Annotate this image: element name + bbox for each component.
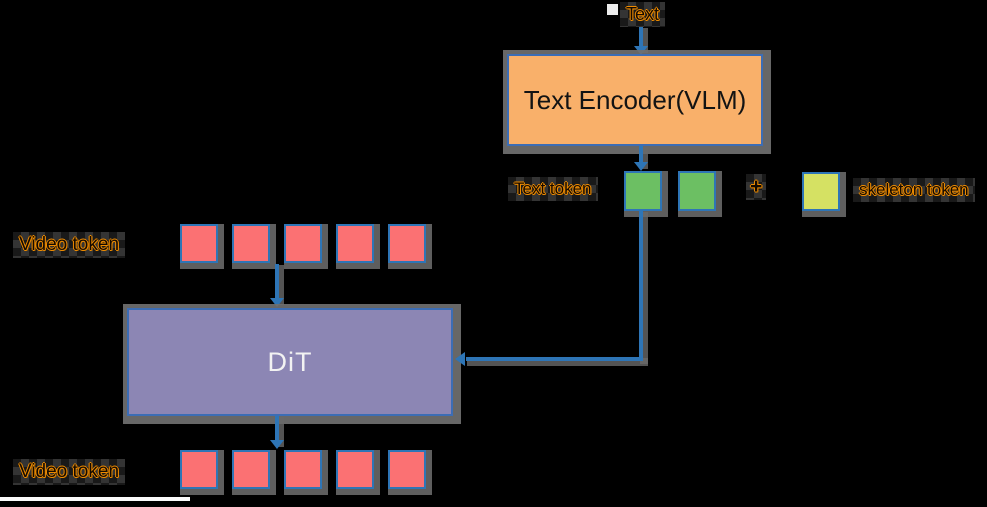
video-token <box>336 450 374 489</box>
video-token <box>388 224 426 263</box>
white-square-artifact <box>607 4 618 15</box>
video-token <box>388 450 426 489</box>
video-token-row-top <box>180 224 426 263</box>
video-token <box>180 450 218 489</box>
text-encoder-node: Text Encoder(VLM) <box>507 54 763 146</box>
text-token <box>624 171 662 211</box>
video-token <box>232 224 270 263</box>
video-token <box>284 224 322 263</box>
video-token <box>284 450 322 489</box>
video-token-label-top: Video token <box>13 232 126 258</box>
video-token <box>180 224 218 263</box>
video-token <box>232 450 270 489</box>
skeleton-token-label: skeleton token <box>853 178 975 202</box>
skeleton-token-row <box>802 172 840 211</box>
video-token-row-bottom <box>180 450 426 489</box>
skeleton-token <box>802 172 840 211</box>
dit-label: DiT <box>267 346 313 377</box>
dit-node: DiT <box>127 308 453 416</box>
video-token-label-bottom: Video token <box>13 459 126 485</box>
video-token <box>336 224 374 263</box>
white-strip-artifact <box>0 497 190 501</box>
text-token-label: Text token <box>508 177 598 201</box>
text-input-label: Text <box>620 2 666 27</box>
plus-sign: + <box>746 174 767 201</box>
text-token <box>678 171 716 211</box>
text-encoder-label: Text Encoder(VLM) <box>523 84 747 115</box>
text-token-row <box>624 171 716 211</box>
